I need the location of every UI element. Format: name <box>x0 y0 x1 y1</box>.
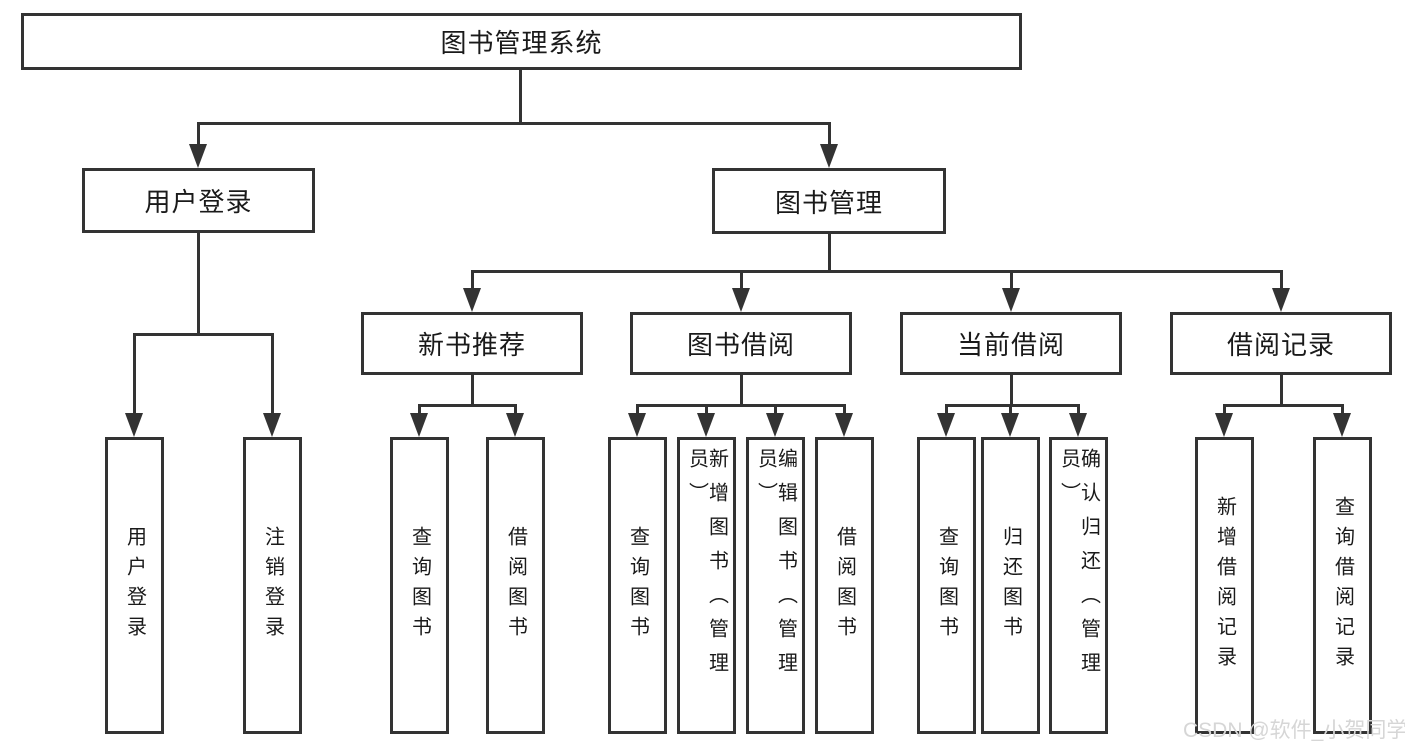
connector-bar <box>418 404 517 407</box>
connector-shaft <box>418 404 421 417</box>
node-borrow-records: 借阅记录 <box>1170 312 1392 375</box>
node-book-borrow-label: 图书借阅 <box>686 330 795 360</box>
node-current-borrow: 当前借阅 <box>900 312 1122 375</box>
connector-shaft <box>1280 270 1283 292</box>
leaf-return-books: 归还图书 <box>981 437 1040 734</box>
node-current-borrow-label: 当前借阅 <box>956 330 1065 360</box>
connector-shaft <box>828 122 831 148</box>
node-new-book-recommend: 新书推荐 <box>361 312 583 375</box>
node-borrow-records-label: 借阅记录 <box>1226 330 1335 360</box>
leaf-query-borrow-record: 查询借阅记录 <box>1313 437 1372 734</box>
arrowhead-icon <box>125 413 143 437</box>
arrowhead-icon <box>835 413 853 437</box>
leaf-label: 编辑图书（管理员） <box>754 448 797 686</box>
connector-shaft <box>1009 404 1012 417</box>
leaf-label: 用户登录 <box>123 525 146 646</box>
leaf-label: 新增借阅记录 <box>1213 495 1236 676</box>
node-book-borrow: 图书借阅 <box>630 312 852 375</box>
connector-shaft <box>1341 404 1344 417</box>
leaf-logout: 注销登录 <box>243 437 302 734</box>
connector-shaft <box>1010 270 1013 292</box>
leaf-label: 注销登录 <box>261 525 284 646</box>
arrowhead-icon <box>263 413 281 437</box>
arrowhead-icon <box>463 288 481 312</box>
arrowhead-icon <box>732 288 750 312</box>
arrowhead-icon <box>766 413 784 437</box>
arrowhead-icon <box>820 144 838 168</box>
connector-shaft <box>945 404 948 417</box>
arrowhead-icon <box>189 144 207 168</box>
connector-book-mgmt-stub <box>828 234 831 273</box>
connector-stub <box>471 375 474 407</box>
connector-shaft <box>271 333 274 415</box>
connector-shaft <box>1223 404 1226 417</box>
node-root: 图书管理系统 <box>21 13 1022 70</box>
connector-shaft <box>705 404 708 417</box>
leaf-label: 查询图书 <box>408 525 431 646</box>
leaf-label: 借阅图书 <box>833 525 856 646</box>
arrowhead-icon <box>1001 413 1019 437</box>
leaf-label: 借阅图书 <box>504 525 527 646</box>
node-user-login-label: 用户登录 <box>144 187 253 217</box>
connector-level1-bar <box>197 122 830 125</box>
arrowhead-icon <box>1002 288 1020 312</box>
leaf-label: 查询图书 <box>935 525 958 646</box>
connector-shaft <box>843 404 846 417</box>
connector-stub <box>740 375 743 407</box>
node-book-management-label: 图书管理 <box>774 187 883 218</box>
connector-shaft <box>636 404 639 417</box>
arrowhead-icon <box>1069 413 1087 437</box>
connector-bar <box>1223 404 1344 407</box>
leaf-add-borrow-record: 新增借阅记录 <box>1195 437 1254 734</box>
connector-root-stub <box>519 70 522 122</box>
leaf-user-login: 用户登录 <box>105 437 164 734</box>
connector-shaft <box>740 270 743 292</box>
leaf-add-book-admin: 新增图书（管理员） <box>677 437 736 734</box>
node-new-book-recommend-label: 新书推荐 <box>417 330 526 360</box>
arrowhead-icon <box>628 413 646 437</box>
arrowhead-icon <box>1215 413 1233 437</box>
leaf-borrow-books: 借阅图书 <box>815 437 874 734</box>
leaf-label: 查询图书 <box>626 525 649 646</box>
connector-shaft <box>471 270 474 292</box>
node-book-management: 图书管理 <box>712 168 946 234</box>
leaf-borrow-books-recommend: 借阅图书 <box>486 437 545 734</box>
connector-user-login-bar <box>133 333 274 336</box>
connector-bar <box>636 404 846 407</box>
connector-user-login-stub <box>197 233 200 336</box>
arrowhead-icon <box>937 413 955 437</box>
node-root-label: 图书管理系统 <box>440 28 603 58</box>
connector-shaft <box>197 122 200 148</box>
leaf-label: 确认归还（管理员） <box>1057 448 1100 686</box>
arrowhead-icon <box>410 413 428 437</box>
csdn-watermark: CSDN @软件_小贺同学 <box>1183 719 1405 742</box>
connector-stub <box>1280 375 1283 407</box>
leaf-edit-book-admin: 编辑图书（管理员） <box>746 437 805 734</box>
leaf-query-books-borrow: 查询图书 <box>608 437 667 734</box>
node-user-login: 用户登录 <box>82 168 315 233</box>
leaf-label: 查询借阅记录 <box>1331 495 1354 676</box>
leaf-query-books-recommend: 查询图书 <box>390 437 449 734</box>
connector-shaft <box>774 404 777 417</box>
connector-stub <box>1010 375 1013 407</box>
connector-bar <box>945 404 1080 407</box>
leaf-query-books-current: 查询图书 <box>917 437 976 734</box>
arrowhead-icon <box>1272 288 1290 312</box>
connector-shaft <box>1077 404 1080 417</box>
connector-level3-bar <box>471 270 1283 273</box>
leaf-confirm-return-admin: 确认归还（管理员） <box>1049 437 1108 734</box>
leaf-label: 新增图书（管理员） <box>685 448 728 686</box>
arrowhead-icon <box>1333 413 1351 437</box>
connector-shaft <box>133 333 136 415</box>
connector-shaft <box>514 404 517 417</box>
leaf-label: 归还图书 <box>999 525 1022 646</box>
arrowhead-icon <box>506 413 524 437</box>
arrowhead-icon <box>697 413 715 437</box>
